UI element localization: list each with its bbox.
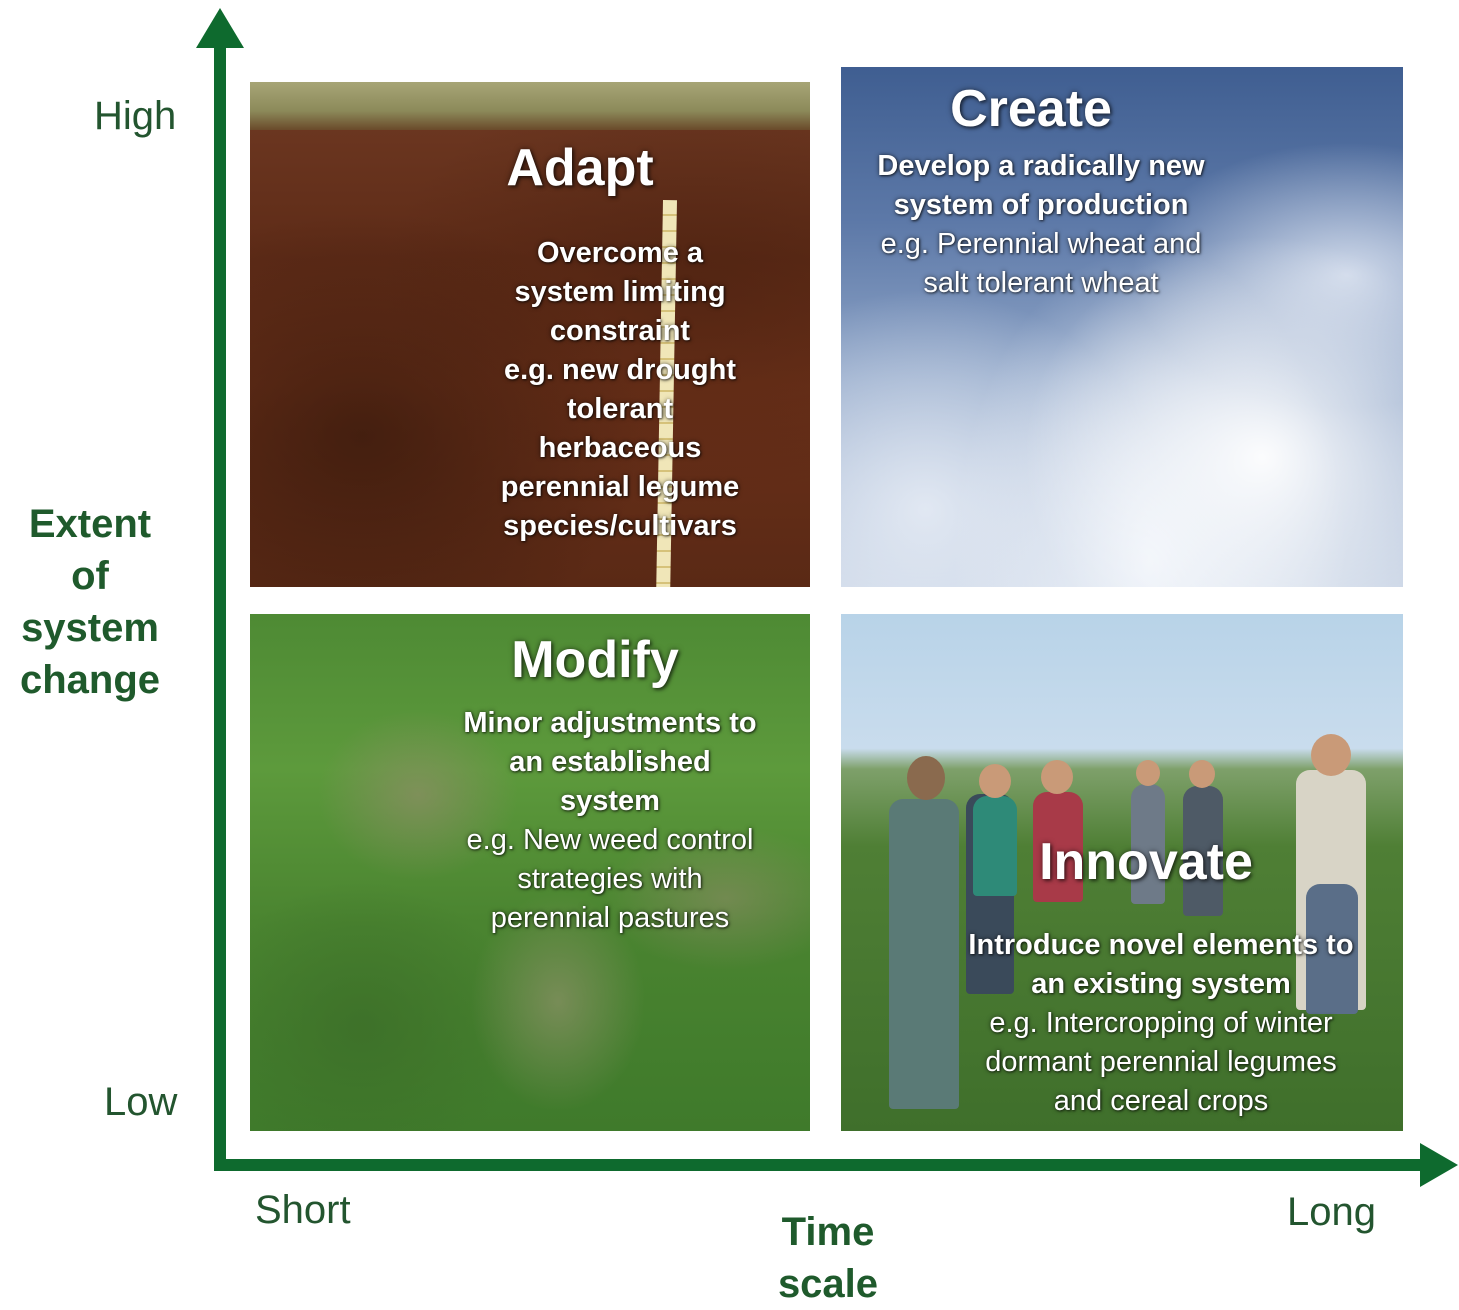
description-line: e.g. New weed control — [466, 824, 754, 856]
quadrant-innovate: Innovate Introduce novel elements to an … — [841, 614, 1403, 1131]
description-line: system — [560, 785, 660, 817]
y-axis-title-line: change — [19, 658, 161, 702]
description-line: Introduce novel elements to — [968, 929, 1354, 961]
person-decoration — [1033, 792, 1083, 902]
description-line: strategies with — [517, 863, 703, 895]
x-axis-title-line: scale — [777, 1262, 879, 1306]
description-line: e.g. Perennial wheat and — [880, 228, 1202, 260]
quadrant-title: Adapt — [506, 139, 654, 197]
description-line: an existing system — [1031, 968, 1291, 1000]
description-line: Minor adjustments to — [463, 707, 757, 739]
description-line: perennial legume — [500, 471, 740, 503]
description-line: Develop a radically new — [877, 150, 1205, 182]
quadrant-description: Minor adjustments to an established syst… — [430, 704, 790, 938]
quadrant-description: Overcome a system limiting constraint e.… — [470, 234, 770, 546]
x-axis-arrowhead — [1420, 1143, 1458, 1187]
person-decoration — [1131, 784, 1165, 904]
y-axis-title-line: system — [21, 606, 159, 650]
description-line: species/cultivars — [503, 510, 737, 542]
y-axis-title-line: of — [71, 554, 109, 598]
description-line: dormant perennial legumes — [985, 1046, 1337, 1078]
quadrant-title: Create — [950, 80, 1112, 138]
y-axis-title-line: Extent — [28, 502, 152, 546]
y-tick-low: Low — [104, 1080, 178, 1124]
description-line: Overcome a — [536, 237, 704, 269]
description-line: e.g. Intercropping of winter — [989, 1007, 1333, 1039]
description-line: herbaceous — [538, 432, 702, 464]
person-head-decoration — [979, 764, 1011, 798]
person-head-decoration — [1189, 760, 1215, 788]
person-decoration — [1306, 884, 1358, 1014]
y-axis-arrowhead — [196, 8, 244, 48]
quadrant-title: Innovate — [1039, 833, 1253, 891]
quadrant-adapt: Adapt Overcome a system limiting constra… — [250, 82, 810, 587]
description-line: system of production — [893, 189, 1189, 221]
person-head-decoration — [1136, 760, 1160, 786]
description-line: and cereal crops — [1053, 1085, 1269, 1117]
description-line: e.g. new drought — [504, 354, 736, 386]
quadrant-description: Introduce novel elements to an existing … — [921, 926, 1401, 1121]
x-axis-title: Time scale — [728, 1206, 928, 1310]
description-line: tolerant — [566, 393, 674, 425]
person-head-decoration — [1041, 760, 1073, 794]
x-axis-title-line: Time — [781, 1210, 875, 1254]
surface-grass-decoration — [250, 82, 810, 130]
description-line: an established — [509, 746, 711, 778]
y-axis-title: Extent of system change — [0, 498, 180, 706]
person-decoration — [889, 799, 959, 1109]
quadrant-description: Develop a radically new system of produc… — [841, 147, 1241, 303]
description-line: constraint — [549, 315, 691, 347]
y-tick-high: High — [94, 94, 177, 138]
description-line: system limiting — [514, 276, 726, 308]
quadrant-create: Create Develop a radically new system of… — [841, 67, 1403, 587]
person-head-decoration — [907, 756, 945, 800]
description-line: salt tolerant wheat — [923, 267, 1159, 299]
description-line: perennial pastures — [490, 902, 730, 934]
person-decoration — [1183, 786, 1223, 916]
x-tick-short: Short — [255, 1188, 351, 1232]
x-tick-long: Long — [1287, 1190, 1376, 1234]
quadrant-title: Modify — [511, 631, 679, 689]
quadrant-modify: Modify Minor adjustments to an establish… — [250, 614, 810, 1131]
person-head-decoration — [1311, 734, 1351, 776]
person-decoration — [973, 796, 1017, 896]
